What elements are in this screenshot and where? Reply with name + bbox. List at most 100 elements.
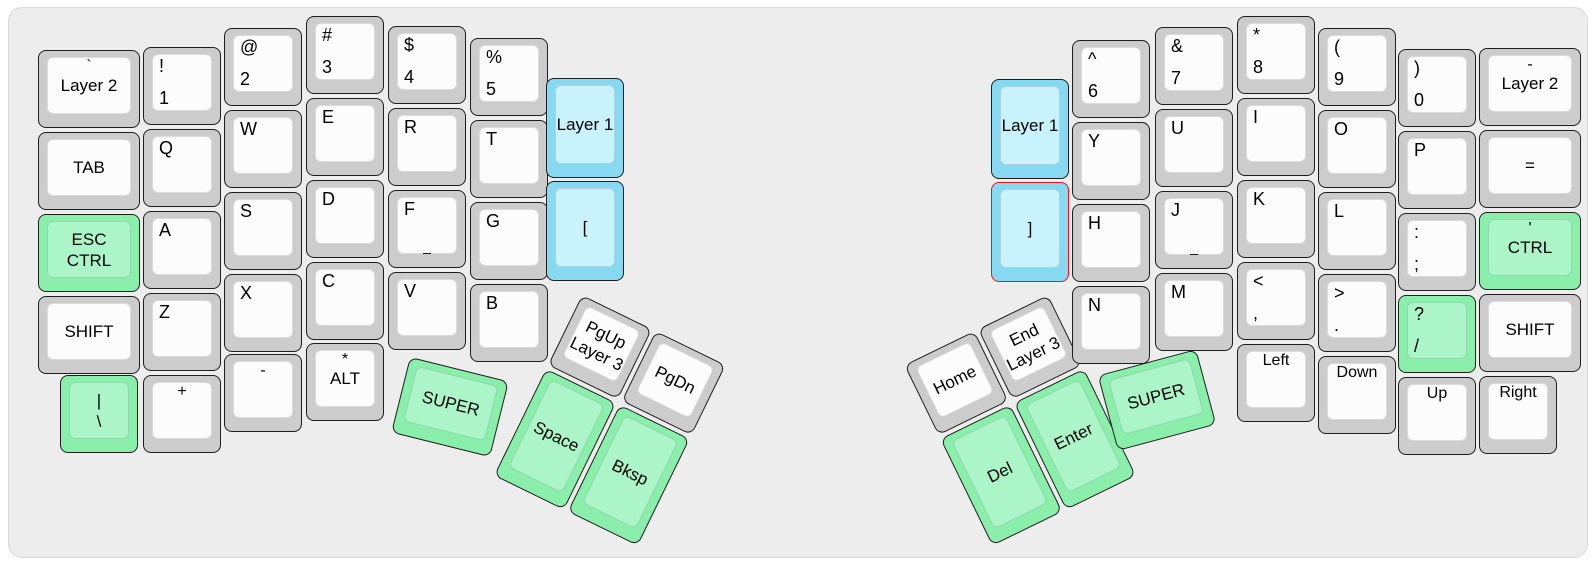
key-d[interactable]: D [306, 180, 384, 258]
key-asterisk-alt[interactable]: ALT* [306, 343, 384, 421]
key-c-label-tl: C [322, 271, 335, 291]
key-o[interactable]: O [1318, 110, 1396, 188]
key-comma[interactable]: <, [1237, 262, 1315, 340]
key-n[interactable]: N [1072, 286, 1150, 364]
key-x[interactable]: X [224, 274, 302, 352]
key-k[interactable]: K [1237, 180, 1315, 258]
key-3-label-tl: # [322, 25, 333, 45]
key-semicolon[interactable]: :; [1398, 213, 1476, 291]
key-super-right-label-line: SUPER [1125, 379, 1187, 414]
key-i-cap: I [1246, 105, 1306, 162]
key-plus[interactable]: + [143, 375, 221, 453]
key-quote-ctrl-label: CTRL [1489, 220, 1571, 275]
key-8[interactable]: *8 [1237, 16, 1315, 94]
key-minus-layer2-label-tc: - [1527, 56, 1533, 73]
key-equals[interactable]: = [1479, 130, 1581, 208]
key-super-left[interactable]: SUPER [391, 356, 509, 458]
key-pipe-backslash[interactable]: |\ [60, 375, 138, 453]
key-up-arrow[interactable]: Up [1398, 377, 1476, 455]
key-m[interactable]: M [1155, 273, 1233, 351]
key-0[interactable]: )0 [1398, 49, 1476, 127]
key-h-cap: H [1081, 211, 1141, 268]
key-j-label-bc: _ [1190, 239, 1198, 255]
key-layer1-left[interactable]: Layer 1 [546, 78, 624, 178]
key-2-label-tl: @ [240, 37, 259, 57]
key-rbracket[interactable]: ] [991, 182, 1069, 282]
key-minus-left[interactable]: - [224, 354, 302, 432]
key-down-arrow[interactable]: Down [1318, 356, 1396, 434]
key-right-arrow[interactable]: Right [1479, 376, 1557, 454]
key-q[interactable]: Q [143, 129, 221, 207]
key-1[interactable]: !1 [143, 47, 221, 125]
key-question-slash[interactable]: ?/ [1398, 295, 1476, 373]
key-l[interactable]: L [1318, 192, 1396, 270]
key-y[interactable]: Y [1072, 122, 1150, 200]
key-pipe-backslash-label-line: \ [96, 411, 102, 431]
key-e[interactable]: E [306, 98, 384, 176]
key-t-cap: T [479, 127, 539, 184]
key-w-cap: W [233, 117, 293, 174]
key-s-label-tl: S [240, 201, 253, 221]
key-pgdn-cap: PgDn [635, 341, 715, 419]
key-space-label-line: Space [530, 417, 583, 456]
key-4[interactable]: $4 [388, 26, 466, 104]
key-minus-left-label-tc: - [260, 362, 266, 379]
key-9[interactable]: (9 [1318, 28, 1396, 106]
key-super-right[interactable]: SUPER [1097, 349, 1217, 451]
key-v-label-tl: V [404, 281, 417, 301]
key-7[interactable]: &7 [1155, 27, 1233, 105]
key-layer1-left-label: Layer 1 [556, 86, 614, 163]
key-j[interactable]: J_ [1155, 191, 1233, 269]
key-grave-layer2[interactable]: Layer 2` [38, 50, 140, 128]
key-home-label: Home [917, 343, 993, 418]
key-f-label-bc: _ [423, 238, 431, 254]
key-n-label-tl: N [1088, 295, 1101, 315]
key-lbracket[interactable]: [ [546, 181, 624, 281]
key-semicolon-label-bl: ; [1414, 254, 1420, 274]
key-r[interactable]: R [388, 108, 466, 186]
key-t[interactable]: T [470, 120, 548, 198]
key-w[interactable]: W [224, 110, 302, 188]
key-a-cap: A [152, 218, 212, 275]
key-quote-ctrl-label-line: CTRL [1507, 238, 1553, 257]
key-g[interactable]: G [470, 202, 548, 280]
key-g-cap: G [479, 209, 539, 266]
key-3[interactable]: #3 [306, 16, 384, 94]
key-layer1-right-label: Layer 1 [1001, 87, 1059, 164]
key-p[interactable]: P [1398, 131, 1476, 209]
key-1-cap: !1 [152, 54, 212, 111]
key-shift-left[interactable]: SHIFT [38, 296, 140, 374]
key-x-cap: X [233, 281, 293, 338]
key-shift-left-cap: SHIFT [47, 303, 131, 360]
key-v[interactable]: V [388, 272, 466, 350]
key-super-left-label-line: SUPER [420, 387, 482, 420]
key-o-label-tl: O [1334, 119, 1349, 139]
key-semicolon-label-tl: : [1414, 222, 1420, 242]
key-u[interactable]: U [1155, 109, 1233, 187]
key-minus-layer2[interactable]: Layer 2- [1479, 48, 1581, 126]
key-lbracket-label-line: [ [582, 218, 588, 237]
key-s[interactable]: S [224, 192, 302, 270]
key-shift-right[interactable]: SHIFT [1479, 294, 1581, 372]
key-period[interactable]: >. [1318, 274, 1396, 352]
key-2[interactable]: @2 [224, 28, 302, 106]
key-a[interactable]: A [143, 211, 221, 289]
key-layer1-right[interactable]: Layer 1 [991, 79, 1069, 179]
key-c[interactable]: C [306, 262, 384, 340]
key-1-label-bl: 1 [159, 88, 170, 108]
key-f[interactable]: F_ [388, 190, 466, 268]
key-z[interactable]: Z [143, 293, 221, 371]
key-h[interactable]: H [1072, 204, 1150, 282]
key-left-arrow[interactable]: Left [1237, 344, 1315, 422]
key-tab[interactable]: TAB [38, 132, 140, 210]
key-i[interactable]: I [1237, 98, 1315, 176]
key-quote-ctrl[interactable]: CTRL' [1479, 212, 1581, 290]
key-lbracket-cap: [ [555, 188, 615, 267]
key-6[interactable]: ^6 [1072, 40, 1150, 118]
key-5[interactable]: %5 [470, 38, 548, 116]
key-plus-label-tc: + [177, 383, 187, 400]
key-b[interactable]: B [470, 284, 548, 362]
